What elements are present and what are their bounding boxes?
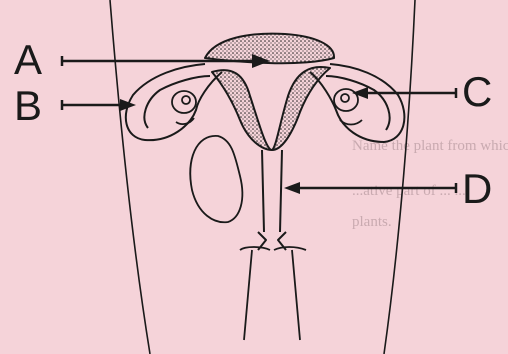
- vagina: [244, 250, 300, 340]
- uterus: [205, 34, 334, 250]
- body-outline-left: [110, 0, 150, 354]
- label-b: B: [14, 82, 42, 129]
- label-d: D: [462, 165, 492, 212]
- uterus-right-lining: [272, 67, 330, 150]
- background-text-line-3: plants.: [352, 214, 392, 230]
- arrow-c: [352, 87, 456, 99]
- oviducts: [126, 64, 405, 142]
- left-ovary: [172, 91, 196, 113]
- body-outline-right: [384, 0, 415, 354]
- label-c: C: [462, 68, 492, 115]
- bladder: [190, 136, 242, 222]
- vagina-top: [240, 247, 306, 250]
- uterus-top-lining: [205, 34, 334, 64]
- label-a: A: [14, 36, 42, 83]
- cervix-canal: [262, 150, 282, 232]
- ovaries: [172, 89, 362, 125]
- arrow-b: [62, 99, 136, 111]
- background-text-line-2: ...ative part of ... ...: [352, 183, 466, 199]
